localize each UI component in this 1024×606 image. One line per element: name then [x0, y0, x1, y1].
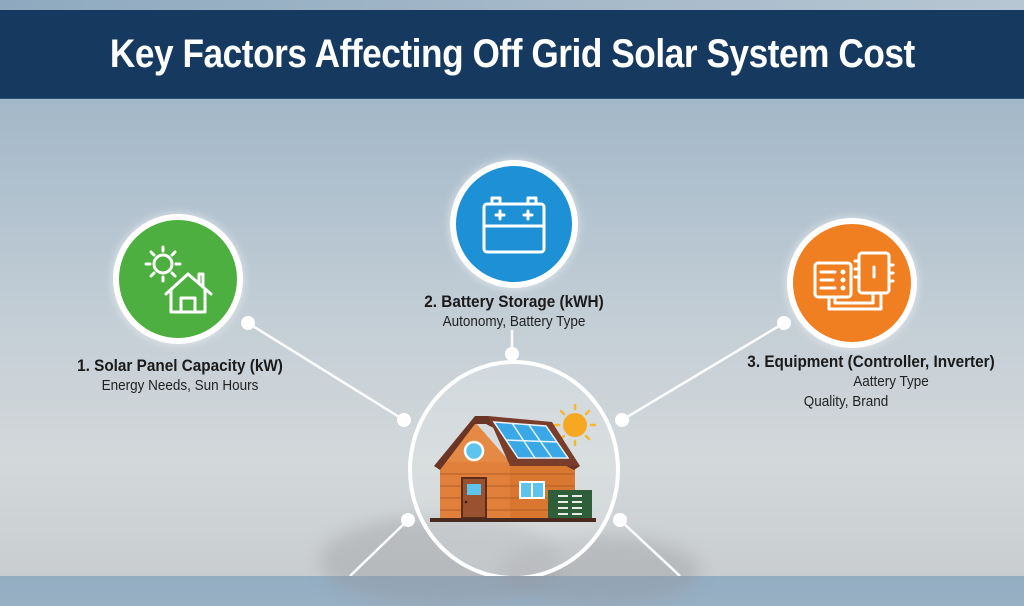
factor-1-title: 1. Solar Panel Capacity (kW)	[77, 356, 283, 375]
factor-1-label: 1. Solar Panel Capacity (kW) Energy Need…	[40, 356, 320, 396]
off-grid-house-icon	[430, 403, 597, 522]
controller-inverter-icon	[813, 251, 895, 311]
connector-dot	[613, 513, 627, 527]
factor-3-detail-1: Aattery Type	[853, 373, 929, 390]
factor-3-label: 3. Equipment (Controller, Inverter) Aatt…	[716, 352, 1024, 412]
top-band	[0, 0, 1024, 10]
factor-2-node	[450, 160, 578, 288]
connector-dot	[505, 347, 519, 361]
title-banner: Key Factors Affecting Off Grid Solar Sys…	[0, 10, 1024, 99]
factor-1-detail: Energy Needs, Sun Hours	[101, 377, 259, 394]
sun-icon	[553, 403, 597, 447]
factor-2-title: 2. Battery Storage (kWH)	[424, 292, 604, 311]
sun-house-icon	[144, 245, 213, 314]
battery-icon	[482, 196, 546, 254]
factor-1-node	[113, 214, 243, 344]
factor-3-node	[787, 218, 917, 348]
connector-dot	[241, 316, 255, 330]
connector-dot	[615, 413, 629, 427]
page-title: Key Factors Affecting Off Grid Solar Sys…	[109, 31, 915, 76]
factor-3-detail-2: Quality, Brand	[803, 393, 889, 410]
factor-3-title: 3. Equipment (Controller, Inverter)	[747, 352, 995, 371]
battery-bank-icon	[548, 490, 592, 520]
connector-dot	[397, 413, 411, 427]
factor-2-label: 2. Battery Storage (kWH) Autonomy, Batte…	[372, 292, 656, 332]
connector-dot	[777, 316, 791, 330]
factor-2-detail: Autonomy, Battery Type	[442, 313, 586, 330]
connector-dot	[401, 513, 415, 527]
